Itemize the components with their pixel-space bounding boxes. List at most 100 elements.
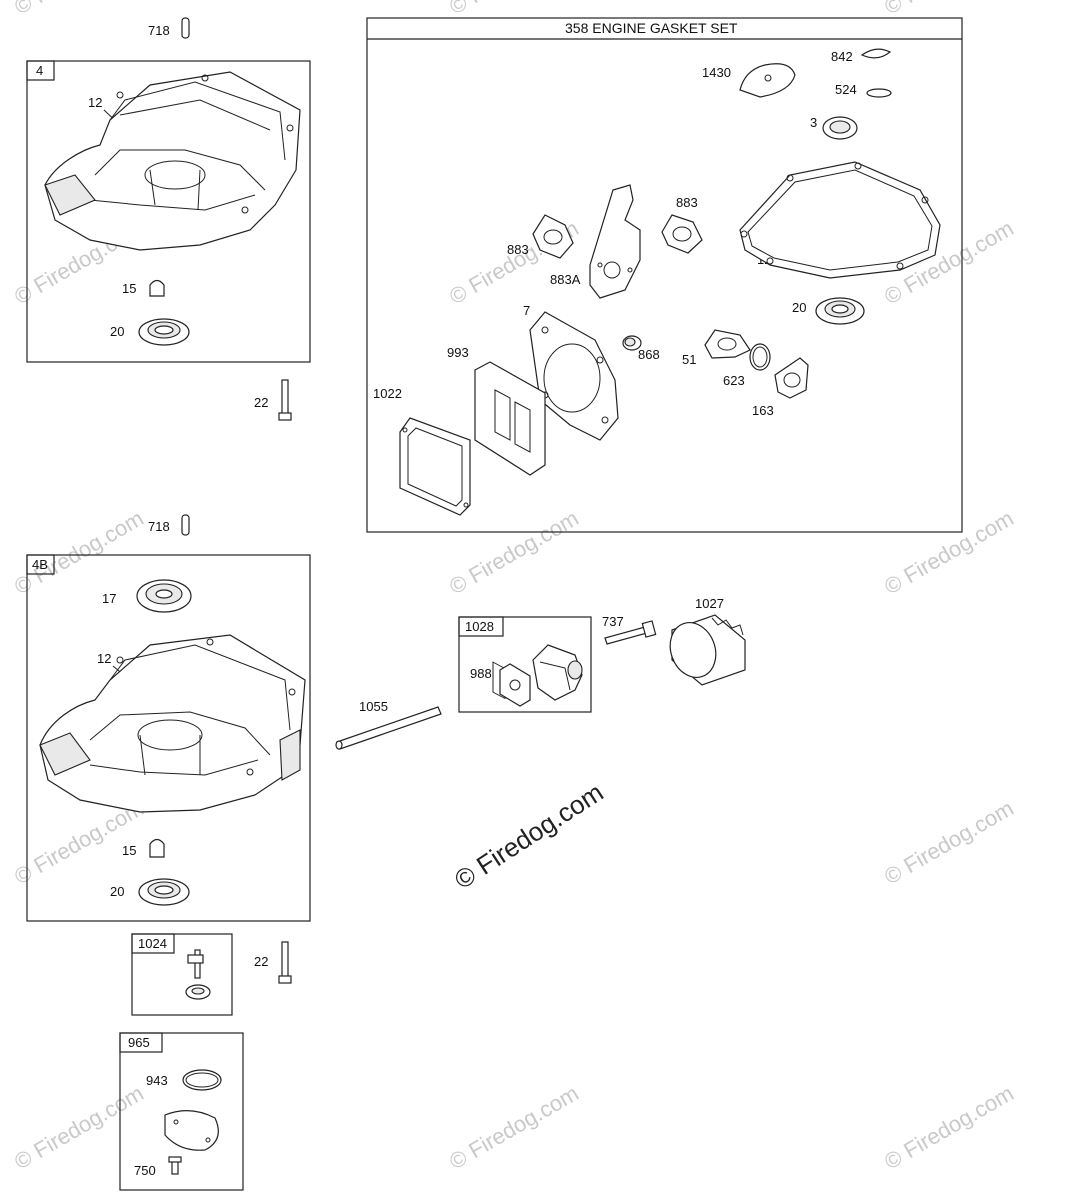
part-22-bolt-bottom[interactable]: 22 <box>254 941 292 984</box>
part-label: 988 <box>470 666 492 681</box>
watermark: © Firedog.com <box>880 505 1018 599</box>
part-label: 17 <box>102 591 116 606</box>
part-718-top[interactable]: 718 <box>148 17 190 39</box>
part-label: 883A <box>550 272 581 287</box>
part-label: 20 <box>110 884 124 899</box>
box-4b-number: 4B <box>32 557 48 572</box>
part-label: 718 <box>148 23 170 38</box>
part-1055-tube[interactable]: 1055 <box>335 699 442 750</box>
part-988-gasket[interactable] <box>499 663 531 707</box>
part-750-screw[interactable] <box>168 1156 182 1175</box>
part-993-gasket[interactable] <box>474 361 546 700</box>
box-965-tag <box>119 1032 163 1053</box>
watermark: © Firedog.com <box>10 505 148 599</box>
part-7-head-gasket[interactable] <box>529 311 619 441</box>
box-1024-tag <box>131 933 175 954</box>
part-label: 737 <box>602 614 624 629</box>
part-20-oil-seal[interactable] <box>138 318 190 346</box>
part-label: 1055 <box>359 699 388 714</box>
part-label: 51 <box>682 352 696 367</box>
box-965-frame <box>119 1032 244 1191</box>
box-1028-filter-adapter: 1028 988 <box>458 616 592 713</box>
box-4b-tag <box>26 554 55 575</box>
gasket-set-title: 358 ENGINE GASKET SET <box>565 20 738 36</box>
part-label: 20 <box>110 324 124 339</box>
watermark: © Firedog.com <box>880 0 1018 19</box>
part-842-seal[interactable] <box>860 48 892 59</box>
part-737-fitting[interactable]: 737 <box>602 614 657 645</box>
part-label: 868 <box>638 347 660 362</box>
watermark: © Firedog.com <box>880 795 1018 889</box>
part-3-seal[interactable] <box>822 116 858 140</box>
part-623-ring[interactable] <box>749 343 771 371</box>
gasket-set-frame <box>366 17 963 533</box>
box-1028-frame <box>458 616 592 713</box>
part-12-crankcase-gasket[interactable] <box>739 161 941 279</box>
part-868-seal[interactable] <box>622 335 642 351</box>
part-label: 883 <box>507 242 529 257</box>
oil-filter-adapter-illustration[interactable] <box>532 644 583 701</box>
part-20-oil-seal-b[interactable] <box>138 878 190 906</box>
watermark-main: © Firedog.com <box>449 777 609 895</box>
box-1028-number: 1028 <box>465 619 494 634</box>
part-label: 842 <box>831 49 853 64</box>
watermark: © Firedog.com <box>445 505 583 599</box>
part-label: 3 <box>810 115 817 130</box>
part-label: 993 <box>447 345 469 360</box>
part-1027-oil-filter[interactable]: 1027 <box>663 596 746 686</box>
part-524-seal[interactable] <box>866 88 892 98</box>
box-965-cover: 965 943 750 <box>119 1032 244 1191</box>
sump-housing-4b-illustration[interactable] <box>39 634 306 813</box>
part-label: 718 <box>148 519 170 534</box>
part-20-seal-gasket[interactable] <box>815 297 865 325</box>
part-1022-valve-cover-gasket[interactable] <box>399 417 471 516</box>
part-51-gasket[interactable] <box>704 329 751 359</box>
box-965-number: 965 <box>128 1035 150 1050</box>
part-label: 12 <box>88 95 102 110</box>
part-label: 15 <box>122 843 136 858</box>
part-label: 12 <box>97 651 111 666</box>
part-label: 163 <box>752 403 774 418</box>
part-label: 623 <box>723 373 745 388</box>
part-label: 1027 <box>695 596 724 611</box>
part-883-gasket-left[interactable] <box>532 214 574 259</box>
box-4-number: 4 <box>36 63 43 78</box>
part-label: 15 <box>122 281 136 296</box>
part-17-bearing[interactable] <box>136 579 192 613</box>
part-label: 750 <box>134 1163 156 1178</box>
box-1024-frame <box>131 933 233 1016</box>
part-label: 22 <box>254 954 268 969</box>
part-1430-gasket[interactable] <box>739 63 796 98</box>
part-883-gasket-right[interactable] <box>661 214 703 254</box>
cover-plate-illustration[interactable] <box>164 1110 219 1151</box>
part-15-plug-b[interactable] <box>149 838 165 858</box>
part-718-mid[interactable]: 718 <box>148 514 190 536</box>
part-163-gasket[interactable] <box>774 357 809 399</box>
box-4b-frame <box>26 554 311 922</box>
part-label: 883 <box>676 195 698 210</box>
box-4-sump: 4 12 15 20 <box>26 60 311 363</box>
box-1024-number: 1024 <box>138 936 167 951</box>
watermark: © Firedog.com <box>445 1080 583 1174</box>
sump-housing-illustration[interactable] <box>44 71 301 251</box>
part-943-o-ring[interactable] <box>182 1069 222 1091</box>
part-label: 7 <box>523 303 530 318</box>
box-4b-sump: 4B 17 12 15 20 <box>26 554 311 922</box>
box-1028-tag <box>458 616 504 637</box>
watermark: © Firedog.com <box>10 1080 148 1174</box>
part-label: 943 <box>146 1073 168 1088</box>
box-4-tag <box>26 60 55 81</box>
part-label: 524 <box>835 82 857 97</box>
part-22-bolt-top[interactable]: 22 <box>254 379 292 421</box>
box-4-frame <box>26 60 311 363</box>
watermark: © Firedog.com <box>445 0 583 19</box>
watermark: © Firedog.com <box>880 1080 1018 1174</box>
part-15-plug[interactable] <box>149 279 165 297</box>
part-883a-plate[interactable] <box>589 184 641 299</box>
governor-gear-illustration[interactable] <box>185 949 211 1000</box>
part-label: 22 <box>254 395 268 410</box>
part-label: 20 <box>792 300 806 315</box>
gasket-set-box: 358 ENGINE GASKET SET 1430 842 524 3 12 <box>366 17 963 700</box>
part-label: 1022 <box>373 386 402 401</box>
